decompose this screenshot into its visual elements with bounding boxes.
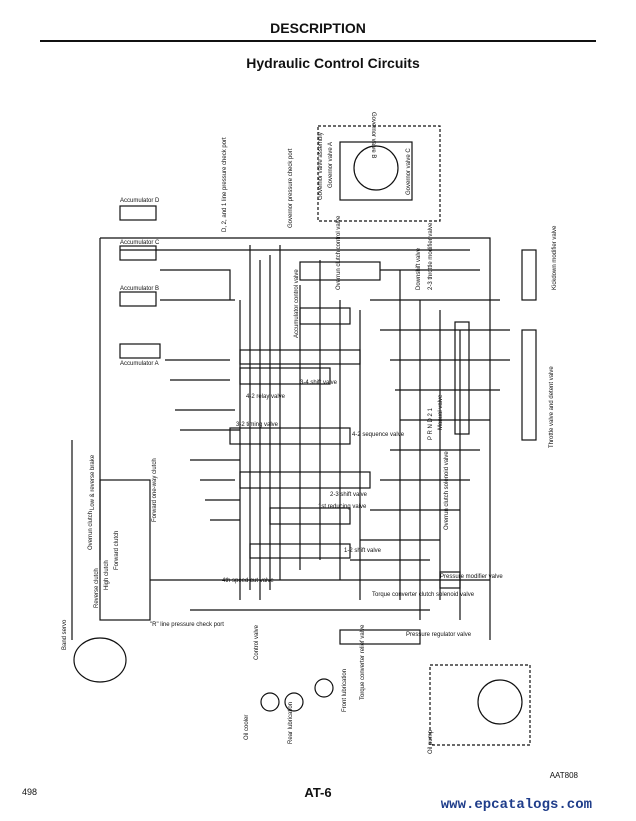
accumulator-c-body xyxy=(119,245,157,261)
circuit-lines-a xyxy=(160,269,240,521)
page-ref: AT-6 xyxy=(304,785,332,800)
label-governor-valve-a: Governor valve A xyxy=(328,142,334,188)
shift-1-2-body xyxy=(249,543,351,559)
label-reverse-clutch: Reverse clutch xyxy=(94,568,100,608)
label-sequence-4-2: 4-2 sequence valve xyxy=(352,432,405,438)
reducing-1st-body xyxy=(269,507,351,525)
label-forward-clutch: Forward clutch xyxy=(114,531,120,570)
relay-4-2-body xyxy=(239,367,331,385)
label-governor-assembly: Governor valve assembly xyxy=(318,132,324,200)
label-overrun-clutch: Overrun clutch xyxy=(88,511,94,550)
oil-cooler-gauge xyxy=(260,692,280,712)
label-kickdown-modifier: Kickdown modifier valve xyxy=(552,225,558,290)
accumulator-a-body xyxy=(119,343,161,359)
oil-pump-enclosure xyxy=(429,664,531,746)
label-shift-3-4: 3-4 shift valve xyxy=(300,380,338,386)
label-2-3-modifier: 2-3 throttle modifier valve xyxy=(428,222,434,290)
label-governor-valve-c: Governor valve C xyxy=(406,148,412,195)
label-shift-1-2: 1-2 shift valve xyxy=(344,548,382,554)
governor-enclosure xyxy=(317,125,441,222)
label-relay-4-2: 4-2 relay valve xyxy=(246,394,286,400)
label-timing-3-2: 3-2 timing valve xyxy=(236,422,279,428)
label-reducing-1st: 1st reducing valve xyxy=(318,504,367,510)
oil-pump-rotor xyxy=(477,679,523,725)
label-accumulator-b: Accumulator B xyxy=(120,286,159,292)
pressure-modifier-body xyxy=(439,571,461,589)
accumulator-control-valve-body xyxy=(299,307,351,325)
label-low-reverse-brake: Low & reverse brake xyxy=(90,454,96,510)
pressure-regulator-body xyxy=(339,629,421,645)
throttle-valve-body xyxy=(521,329,537,441)
clutch-pack-body xyxy=(99,479,151,621)
label-prnd21: P R N D 2 1 xyxy=(428,407,434,440)
label-r-line-check-port: "R" line pressure check port xyxy=(150,622,224,628)
label-throttle-valve: Throttle valve and detent valve xyxy=(549,366,555,448)
rear-lube-gauge xyxy=(284,692,304,712)
label-forward-one-way: Forward one-way clutch xyxy=(152,458,158,522)
governor-rotor xyxy=(353,145,399,191)
label-shift-2-3: 2-3 shift valve xyxy=(330,492,368,498)
watermark-link[interactable]: www.epcatalogs.com xyxy=(440,797,592,813)
label-governor-check-port: Governor pressure check port xyxy=(288,148,294,228)
manual-valve-body xyxy=(454,321,470,435)
label-accumulator-a: Accumulator A xyxy=(120,361,159,367)
figure-code: AAT808 xyxy=(549,771,578,780)
label-pressure-modifier: Pressure modifier valve xyxy=(440,574,503,580)
label-overrun-control: Overrun clutch control valve xyxy=(336,215,342,290)
label-manual-valve: Manual valve xyxy=(438,394,444,430)
label-control-valve: Control valve xyxy=(254,624,260,660)
label-high-clutch: High clutch xyxy=(104,560,110,590)
timing-3-2-body xyxy=(229,427,351,445)
section-header: DESCRIPTION xyxy=(270,20,366,36)
page-title: Hydraulic Control Circuits xyxy=(246,55,420,71)
label-oil-pump: Oil pump xyxy=(428,729,434,754)
label-front-lubrication: Front lubrication xyxy=(342,669,348,712)
circuit-frame xyxy=(71,237,491,640)
band-servo-body xyxy=(73,637,127,683)
shift-2-3-body xyxy=(239,471,371,489)
label-oil-cooler: Oil cooler xyxy=(244,715,250,740)
label-downshift: Downshift valve xyxy=(416,247,422,290)
label-band-servo: Band servo xyxy=(62,619,68,650)
label-speed-cut-4th: 4th speed cut valve xyxy=(222,578,274,584)
label-rear-lubrication: Rear lubrication xyxy=(288,702,294,744)
label-governor-valve-b: Governor valve B xyxy=(370,112,376,158)
label-accumulator-d: Accumulator D xyxy=(120,198,160,204)
label-torque-relief: Torque converter relief valve xyxy=(360,624,366,700)
label-line-check-port: D, 2, and 1 line pressure check port xyxy=(222,137,228,232)
accumulator-d-body xyxy=(119,205,157,221)
label-overrun-solenoid: Overrun clutch solenoid valve xyxy=(444,451,450,530)
shift-3-4-body xyxy=(239,349,361,365)
accumulator-b-body xyxy=(119,291,157,307)
label-accumulator-c: Accumulator C xyxy=(120,240,160,246)
overrun-control-valve-body xyxy=(299,261,381,281)
front-lube-gauge xyxy=(314,678,334,698)
header-rule xyxy=(40,40,596,42)
governor-housing xyxy=(339,141,413,201)
page-number: 498 xyxy=(22,787,38,797)
label-accumulator-control: Accumulator control valve xyxy=(294,269,300,338)
kickdown-modifier-body xyxy=(521,249,537,301)
label-torque-solenoid: Torque converter clutch solenoid valve xyxy=(372,592,475,598)
label-pressure-regulator: Pressure regulator valve xyxy=(406,632,472,638)
